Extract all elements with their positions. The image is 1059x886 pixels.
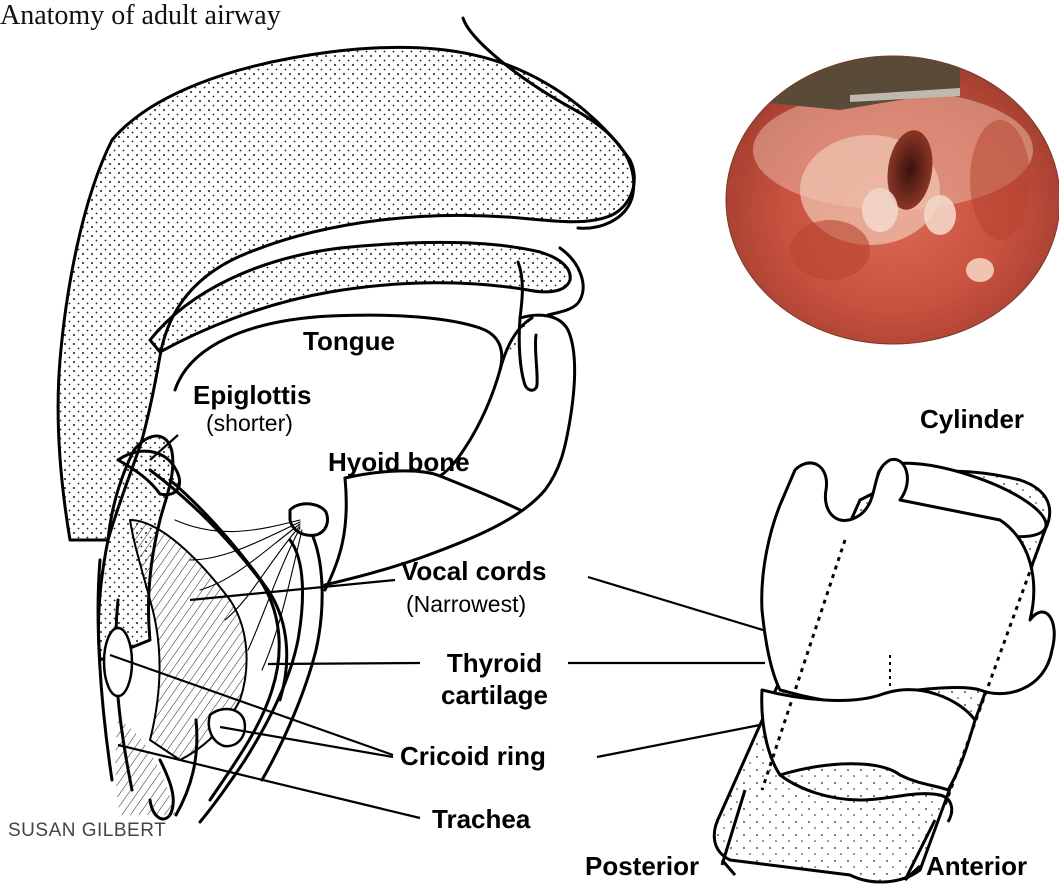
- illustrator-credit: SUSAN GILBERT: [8, 820, 166, 842]
- label-thyroid-line2: cartilage: [422, 680, 567, 710]
- label-tongue: Tongue: [303, 326, 395, 356]
- label-hyoid-bone: Hyoid bone: [328, 447, 470, 477]
- figure-title: Anatomy of adult airway: [0, 0, 281, 32]
- label-vocal-cords: Vocal cords: [401, 556, 546, 586]
- label-vocal-cords-note: (Narrowest): [406, 590, 526, 618]
- label-epiglottis: Epiglottis: [193, 380, 311, 410]
- laryngoscope-photo: [726, 20, 1059, 344]
- larynx-cylinder: [714, 448, 1054, 882]
- label-trachea: Trachea: [432, 804, 530, 834]
- label-posterior: Posterior: [585, 851, 699, 881]
- label-cricoid-ring: Cricoid ring: [400, 741, 546, 771]
- label-anterior: Anterior: [926, 851, 1027, 881]
- label-epiglottis-note: (shorter): [206, 409, 293, 437]
- label-cylinder: Cylinder: [920, 404, 1024, 434]
- label-thyroid-line1: Thyroid: [422, 648, 567, 678]
